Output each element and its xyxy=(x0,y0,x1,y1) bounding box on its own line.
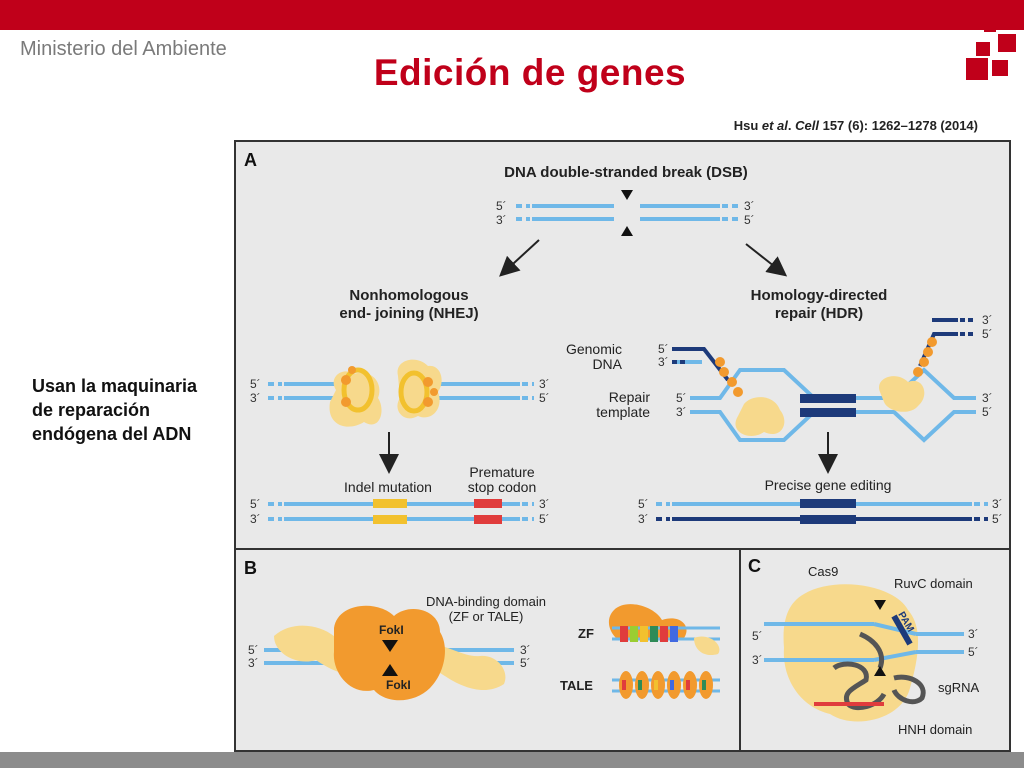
repair-label-1: Repair xyxy=(609,389,651,405)
fok2-label: FokI xyxy=(386,678,411,692)
nhej-result-5prime-right: 5´ xyxy=(539,512,550,526)
hdr-template-5prime-left: 5´ xyxy=(676,391,687,405)
nhej-5prime-left: 5´ xyxy=(250,377,261,391)
hdr-template-3prime-left: 3´ xyxy=(676,405,687,419)
slide-title: Edición de genes xyxy=(373,52,687,93)
hdr-genomic-3prime: 3´ xyxy=(658,355,669,369)
binding-label-1: DNA-binding domain xyxy=(426,594,546,609)
hdr-genomic-5prime: 5´ xyxy=(658,342,669,356)
dsb-3prime-left: 3´ xyxy=(496,213,507,227)
hdr-result-dna xyxy=(656,499,988,524)
hdr-top-5prime: 5´ xyxy=(982,327,993,341)
stop-codon-block xyxy=(474,499,502,508)
repair-label-2: template xyxy=(596,404,650,420)
hdr-label-1: Homology-directed xyxy=(751,287,888,304)
indel-mutation-block xyxy=(373,499,407,508)
cas9-5prime-left: 5´ xyxy=(752,629,763,643)
indel-mutation-block-2 xyxy=(373,515,407,524)
zf-array xyxy=(608,604,720,656)
edited-region-block-2 xyxy=(800,515,856,524)
hdr-result-5prime-left: 5´ xyxy=(638,497,649,511)
hdr-result-3prime-left: 3´ xyxy=(638,512,649,526)
citation-ref: 157 (6): 1262–1278 (2014) xyxy=(818,118,978,133)
side-caption-line2: de reparación xyxy=(32,400,151,420)
gene-editing-figure: A DNA double-stranded break (DSB) 5´ 3´ … xyxy=(234,140,1011,752)
fok1-label: FokI xyxy=(379,623,404,637)
stop-label-1: Premature xyxy=(469,464,535,480)
fok-3prime-right: 3´ xyxy=(520,643,531,657)
dsb-title: DNA double-stranded break (DSB) xyxy=(504,164,748,181)
dsb-5prime-right: 5´ xyxy=(744,213,755,227)
dsb-3prime-right: 3´ xyxy=(744,199,755,213)
ministry-logo xyxy=(966,20,1016,80)
fok-3prime-left: 3´ xyxy=(248,656,259,670)
fok-5prime-left: 5´ xyxy=(248,643,259,657)
citation: Hsu et al. Cell 157 (6): 1262–1278 (2014… xyxy=(640,118,978,133)
tale-label: TALE xyxy=(560,678,593,693)
hdr-genomic-dna xyxy=(672,318,976,443)
hdr-template-3prime-right: 3´ xyxy=(982,391,993,405)
cas9-3prime-right: 3´ xyxy=(968,627,979,641)
tale-array xyxy=(612,671,720,699)
dsb-dna xyxy=(516,190,738,236)
panel-a xyxy=(234,140,1011,550)
repair-template-homology xyxy=(800,394,856,403)
citation-journal: Cell xyxy=(795,118,819,133)
cas9-complex xyxy=(764,584,964,722)
stop-label-2: stop codon xyxy=(468,479,537,495)
hdr-result-5prime-right: 5´ xyxy=(992,512,1003,526)
nhej-result-5prime-left: 5´ xyxy=(250,497,261,511)
hdr-label-2: repair (HDR) xyxy=(775,305,863,322)
dsb-5prime-left: 5´ xyxy=(496,199,507,213)
arrow-to-hdr xyxy=(745,243,788,277)
hdr-template-5prime-right: 5´ xyxy=(982,405,993,419)
nhej-3prime-right: 3´ xyxy=(539,377,550,391)
hdr-result-3prime-right: 3´ xyxy=(992,497,1003,511)
top-red-bar xyxy=(0,0,1024,30)
sgrna-label: sgRNA xyxy=(938,680,980,695)
ku-protein-right xyxy=(397,359,442,419)
nhej-3prime-left: 3´ xyxy=(250,391,261,405)
nhej-label-1: Nonhomologous xyxy=(349,287,468,304)
genomic-label-1: Genomic xyxy=(566,341,622,357)
nhej-label-2: end- joining (NHEJ) xyxy=(339,305,478,322)
nhej-result-dna xyxy=(268,499,534,524)
nhej-5prime-right: 5´ xyxy=(539,391,550,405)
nhej-result-3prime-left: 3´ xyxy=(250,512,261,526)
arrow-to-nhej xyxy=(499,239,540,277)
side-caption-line1: Usan la maquinaria xyxy=(32,376,198,396)
ruvc-label: RuvC domain xyxy=(894,576,973,591)
cas9-3prime-left: 3´ xyxy=(752,653,763,667)
cas9-5prime-right: 5´ xyxy=(968,645,979,659)
panel-b-letter: B xyxy=(244,558,257,578)
panel-c-letter: C xyxy=(748,556,761,576)
zf-label: ZF xyxy=(578,626,594,641)
ministry-name: Ministerio del Ambiente xyxy=(20,38,227,60)
side-caption-line3: endógena del ADN xyxy=(32,424,192,444)
indel-label: Indel mutation xyxy=(344,479,432,495)
cas9-label: Cas9 xyxy=(808,564,838,579)
genomic-label-2: DNA xyxy=(592,356,622,372)
hdr-top-3prime: 3´ xyxy=(982,313,993,327)
bottom-gray-bar xyxy=(0,752,1024,768)
citation-author: Hsu xyxy=(733,118,762,133)
hnh-label: HNH domain xyxy=(898,722,972,737)
fok-dna xyxy=(264,605,514,701)
side-caption: Usan la maquinaria de reparación endógen… xyxy=(32,374,232,446)
nhej-result-3prime-right: 3´ xyxy=(539,497,550,511)
binding-label-2: (ZF or TALE) xyxy=(449,609,524,624)
repair-template-homology-2 xyxy=(800,408,856,417)
panel-a-letter: A xyxy=(244,150,257,170)
edited-region-block xyxy=(800,499,856,508)
stop-codon-block-2 xyxy=(474,515,502,524)
citation-sep: . xyxy=(787,118,796,133)
nhej-dna xyxy=(268,382,534,400)
precise-label: Precise gene editing xyxy=(765,477,892,493)
citation-etal: et al xyxy=(761,118,788,133)
ku-protein-left xyxy=(329,366,382,427)
fok-5prime-right: 5´ xyxy=(520,656,531,670)
